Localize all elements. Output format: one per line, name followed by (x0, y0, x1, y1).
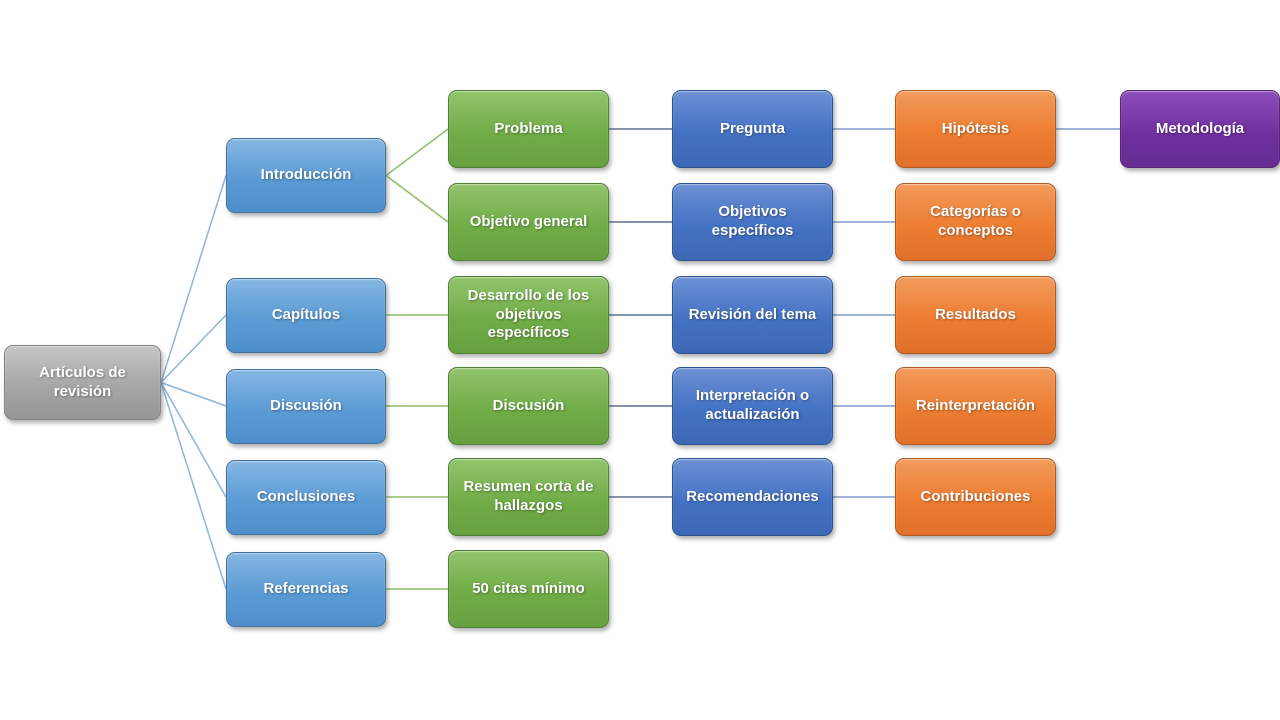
connector-root-to-referencias (160, 382, 227, 590)
node-objetivo-general: Objetivo general (448, 183, 609, 261)
node-introduccion: Introducción (226, 138, 386, 213)
node-referencias: Referencias (226, 551, 386, 627)
node-label-metodologia: Metodología (1155, 119, 1245, 137)
connector-root-to-capitulos (160, 314, 227, 384)
node-label-hipotesis: Hipótesis (941, 119, 1010, 137)
node-contribuciones: Contribuciones (895, 458, 1056, 536)
node-label-discusion2: Discusión (492, 396, 565, 414)
node-desarrollo: Desarrollo de los objetivos específicos (448, 276, 609, 354)
connector-root-to-conclusiones (160, 382, 227, 498)
node-capitulos: Capítulos (226, 277, 386, 353)
node-label-capitulos: Capítulos (271, 305, 341, 323)
node-recomendaciones: Recomendaciones (672, 458, 833, 536)
node-root: Artículos de revisión (4, 345, 161, 420)
node-reinterpretacion: Reinterpretación (895, 367, 1056, 445)
node-label-resultados: Resultados (935, 305, 1016, 323)
node-categorias: Categorías o conceptos (895, 183, 1056, 261)
connector-root-to-discusion1 (160, 381, 227, 407)
node-label-interpretacion: Interpretación o actualización (695, 387, 810, 423)
connector-introduccion-to-objetivo-general (385, 174, 449, 223)
node-conclusiones: Conclusiones (226, 459, 386, 535)
node-interpretacion: Interpretación o actualización (672, 367, 833, 445)
node-label-desarrollo: Desarrollo de los objetivos específicos (467, 286, 590, 342)
connector-introduccion-to-problema (385, 128, 449, 177)
node-problema: Problema (448, 90, 609, 168)
node-revision-tema: Revisión del tema (672, 276, 833, 354)
node-resumen: Resumen corta de hallazgos (448, 458, 609, 536)
node-label-discusion1: Discusión (270, 396, 342, 414)
node-objetivos-especificos: Objetivos específicos (672, 183, 833, 261)
node-label-referencias: Referencias (263, 579, 349, 597)
node-label-categorias: Categorías o conceptos (930, 203, 1021, 239)
node-pregunta: Pregunta (672, 90, 833, 168)
node-resultados: Resultados (895, 276, 1056, 354)
node-label-contribuciones: Contribuciones (920, 487, 1031, 505)
node-hipotesis: Hipótesis (895, 90, 1056, 168)
node-label-revision-tema: Revisión del tema (688, 305, 817, 323)
node-label-introduccion: Introducción (260, 166, 352, 184)
node-label-objetivo-general: Objetivo general (469, 212, 588, 230)
node-label-conclusiones: Conclusiones (256, 487, 356, 505)
node-label-resumen: Resumen corta de hallazgos (463, 478, 594, 514)
node-label-reinterpretacion: Reinterpretación (915, 396, 1036, 414)
node-discusion1: Discusión (226, 368, 386, 444)
node-label-pregunta: Pregunta (719, 119, 785, 137)
node-citas: 50 citas mínimo (448, 550, 609, 628)
node-label-problema: Problema (494, 119, 563, 137)
connector-root-to-introduccion (160, 175, 227, 383)
node-discusion2: Discusión (448, 367, 609, 445)
node-label-objetivos-especificos: Objetivos específicos (711, 203, 794, 239)
node-label-citas: 50 citas mínimo (472, 579, 585, 597)
node-label-root: Artículos de revisión (39, 363, 126, 400)
node-metodologia: Metodología (1120, 90, 1280, 168)
node-label-recomendaciones: Recomendaciones (686, 487, 819, 505)
